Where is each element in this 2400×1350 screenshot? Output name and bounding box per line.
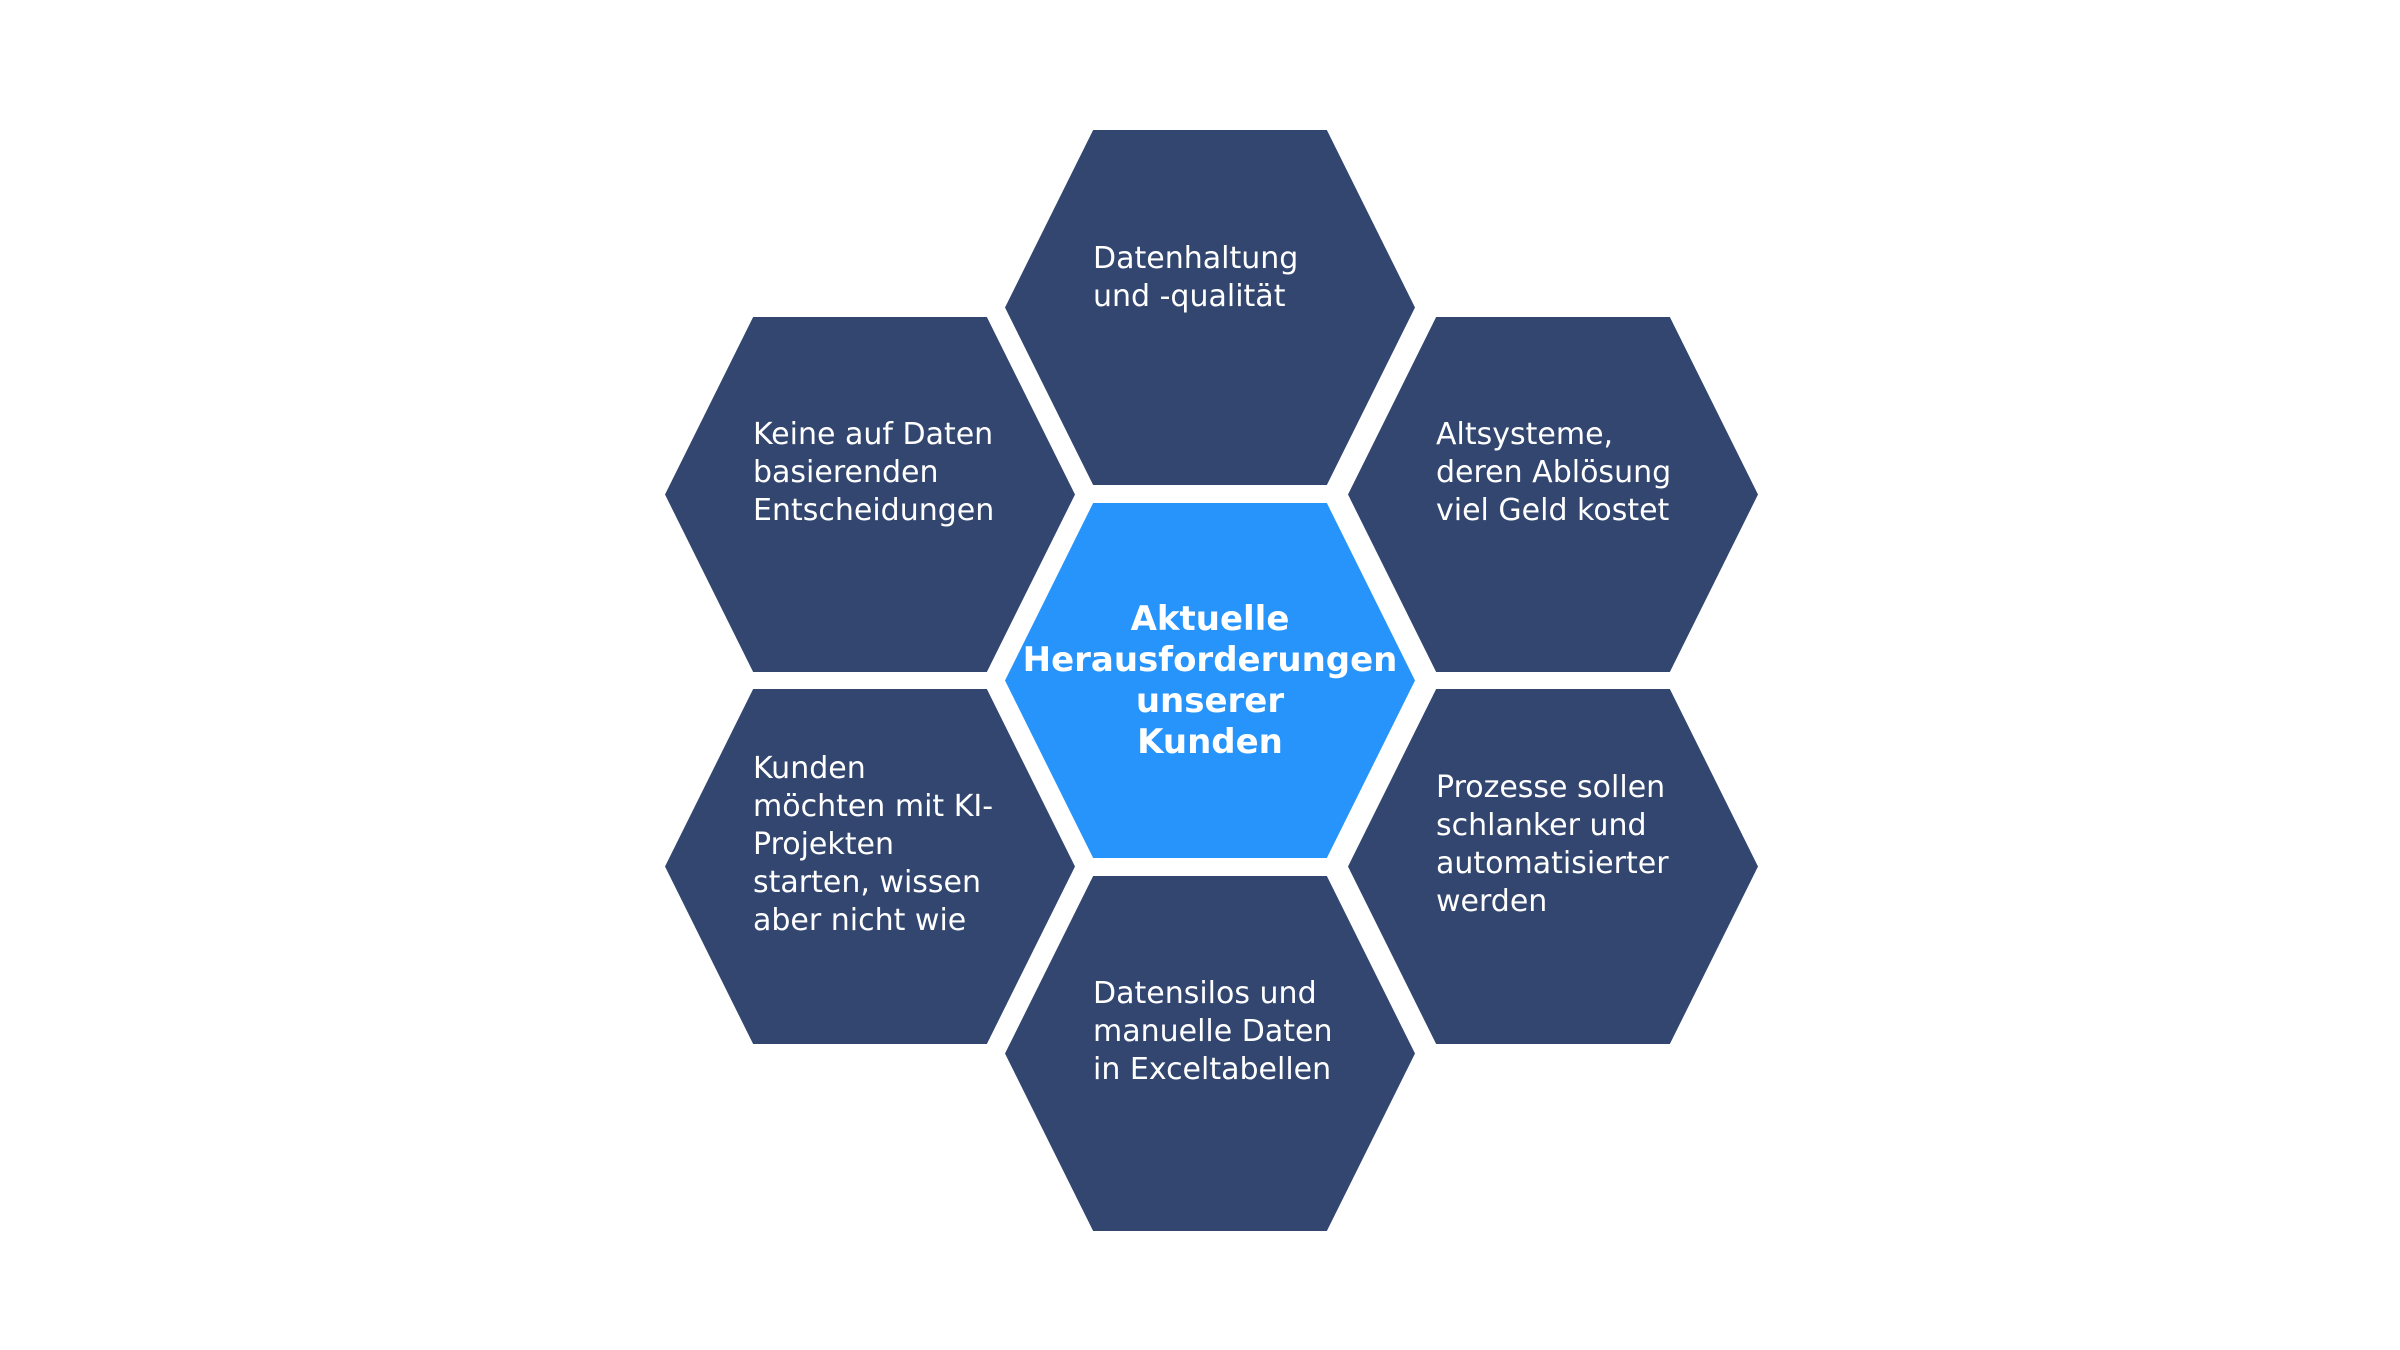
hexagon-entscheidungen: Keine auf Daten basierenden Entscheidung… bbox=[665, 317, 1075, 672]
hexagon-center-title: Aktuelle Herausforderungen unserer Kunde… bbox=[1005, 503, 1415, 858]
hexagon-label: Datenhaltung und -qualität bbox=[1093, 240, 1299, 314]
hexagon-label: Kunden möchten mit KI- Projekten starten… bbox=[753, 750, 994, 938]
hexagon-label: Datensilos und manuelle Daten in Excelta… bbox=[1093, 975, 1333, 1087]
hexagon-altsysteme: Altsysteme, deren Ablösung viel Geld kos… bbox=[1348, 317, 1758, 672]
hexagon-prozesse: Prozesse sollen schlanker und automatisi… bbox=[1348, 689, 1758, 1044]
center-title: Aktuelle Herausforderungen unserer Kunde… bbox=[1022, 598, 1398, 762]
hexagon-label: Altsysteme, deren Ablösung viel Geld kos… bbox=[1436, 416, 1672, 528]
hexagon-label: Keine auf Daten basierenden Entscheidung… bbox=[753, 416, 995, 528]
hexagon-label: Prozesse sollen schlanker und automatisi… bbox=[1436, 769, 1669, 919]
hexagon-ki-projekte: Kunden möchten mit KI- Projekten starten… bbox=[665, 689, 1075, 1044]
hexagon-datenhaltung: Datenhaltung und -qualität bbox=[1005, 130, 1415, 485]
hexagon-datensilos: Datensilos und manuelle Daten in Excelta… bbox=[1005, 876, 1415, 1231]
